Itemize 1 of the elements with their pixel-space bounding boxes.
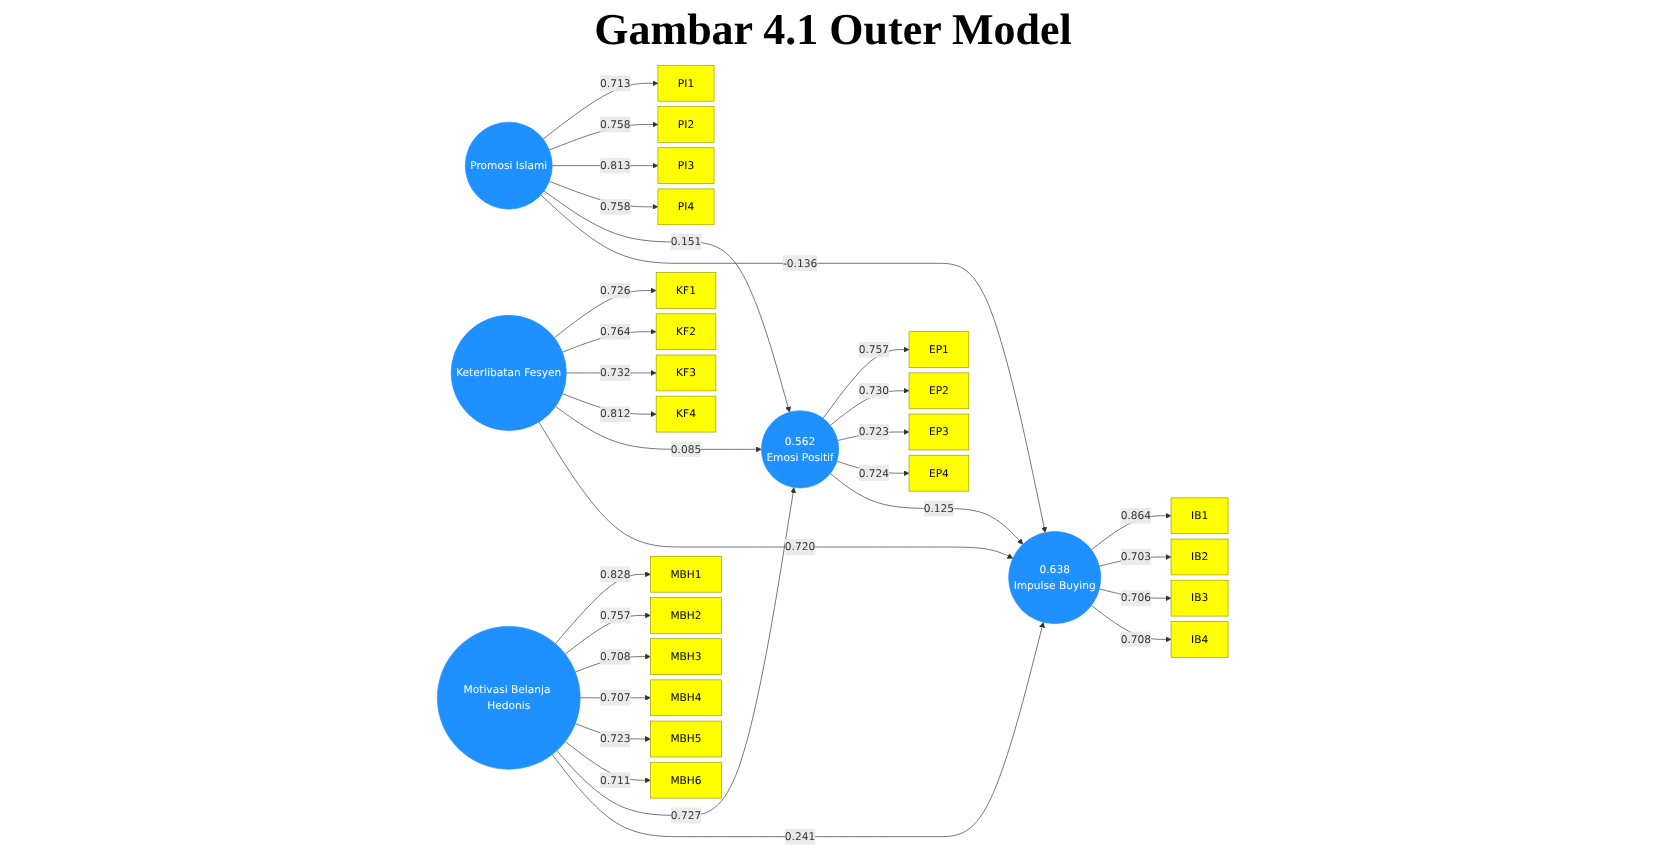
figure-title: Gambar 4.1 Outer Model (592, 4, 1074, 56)
